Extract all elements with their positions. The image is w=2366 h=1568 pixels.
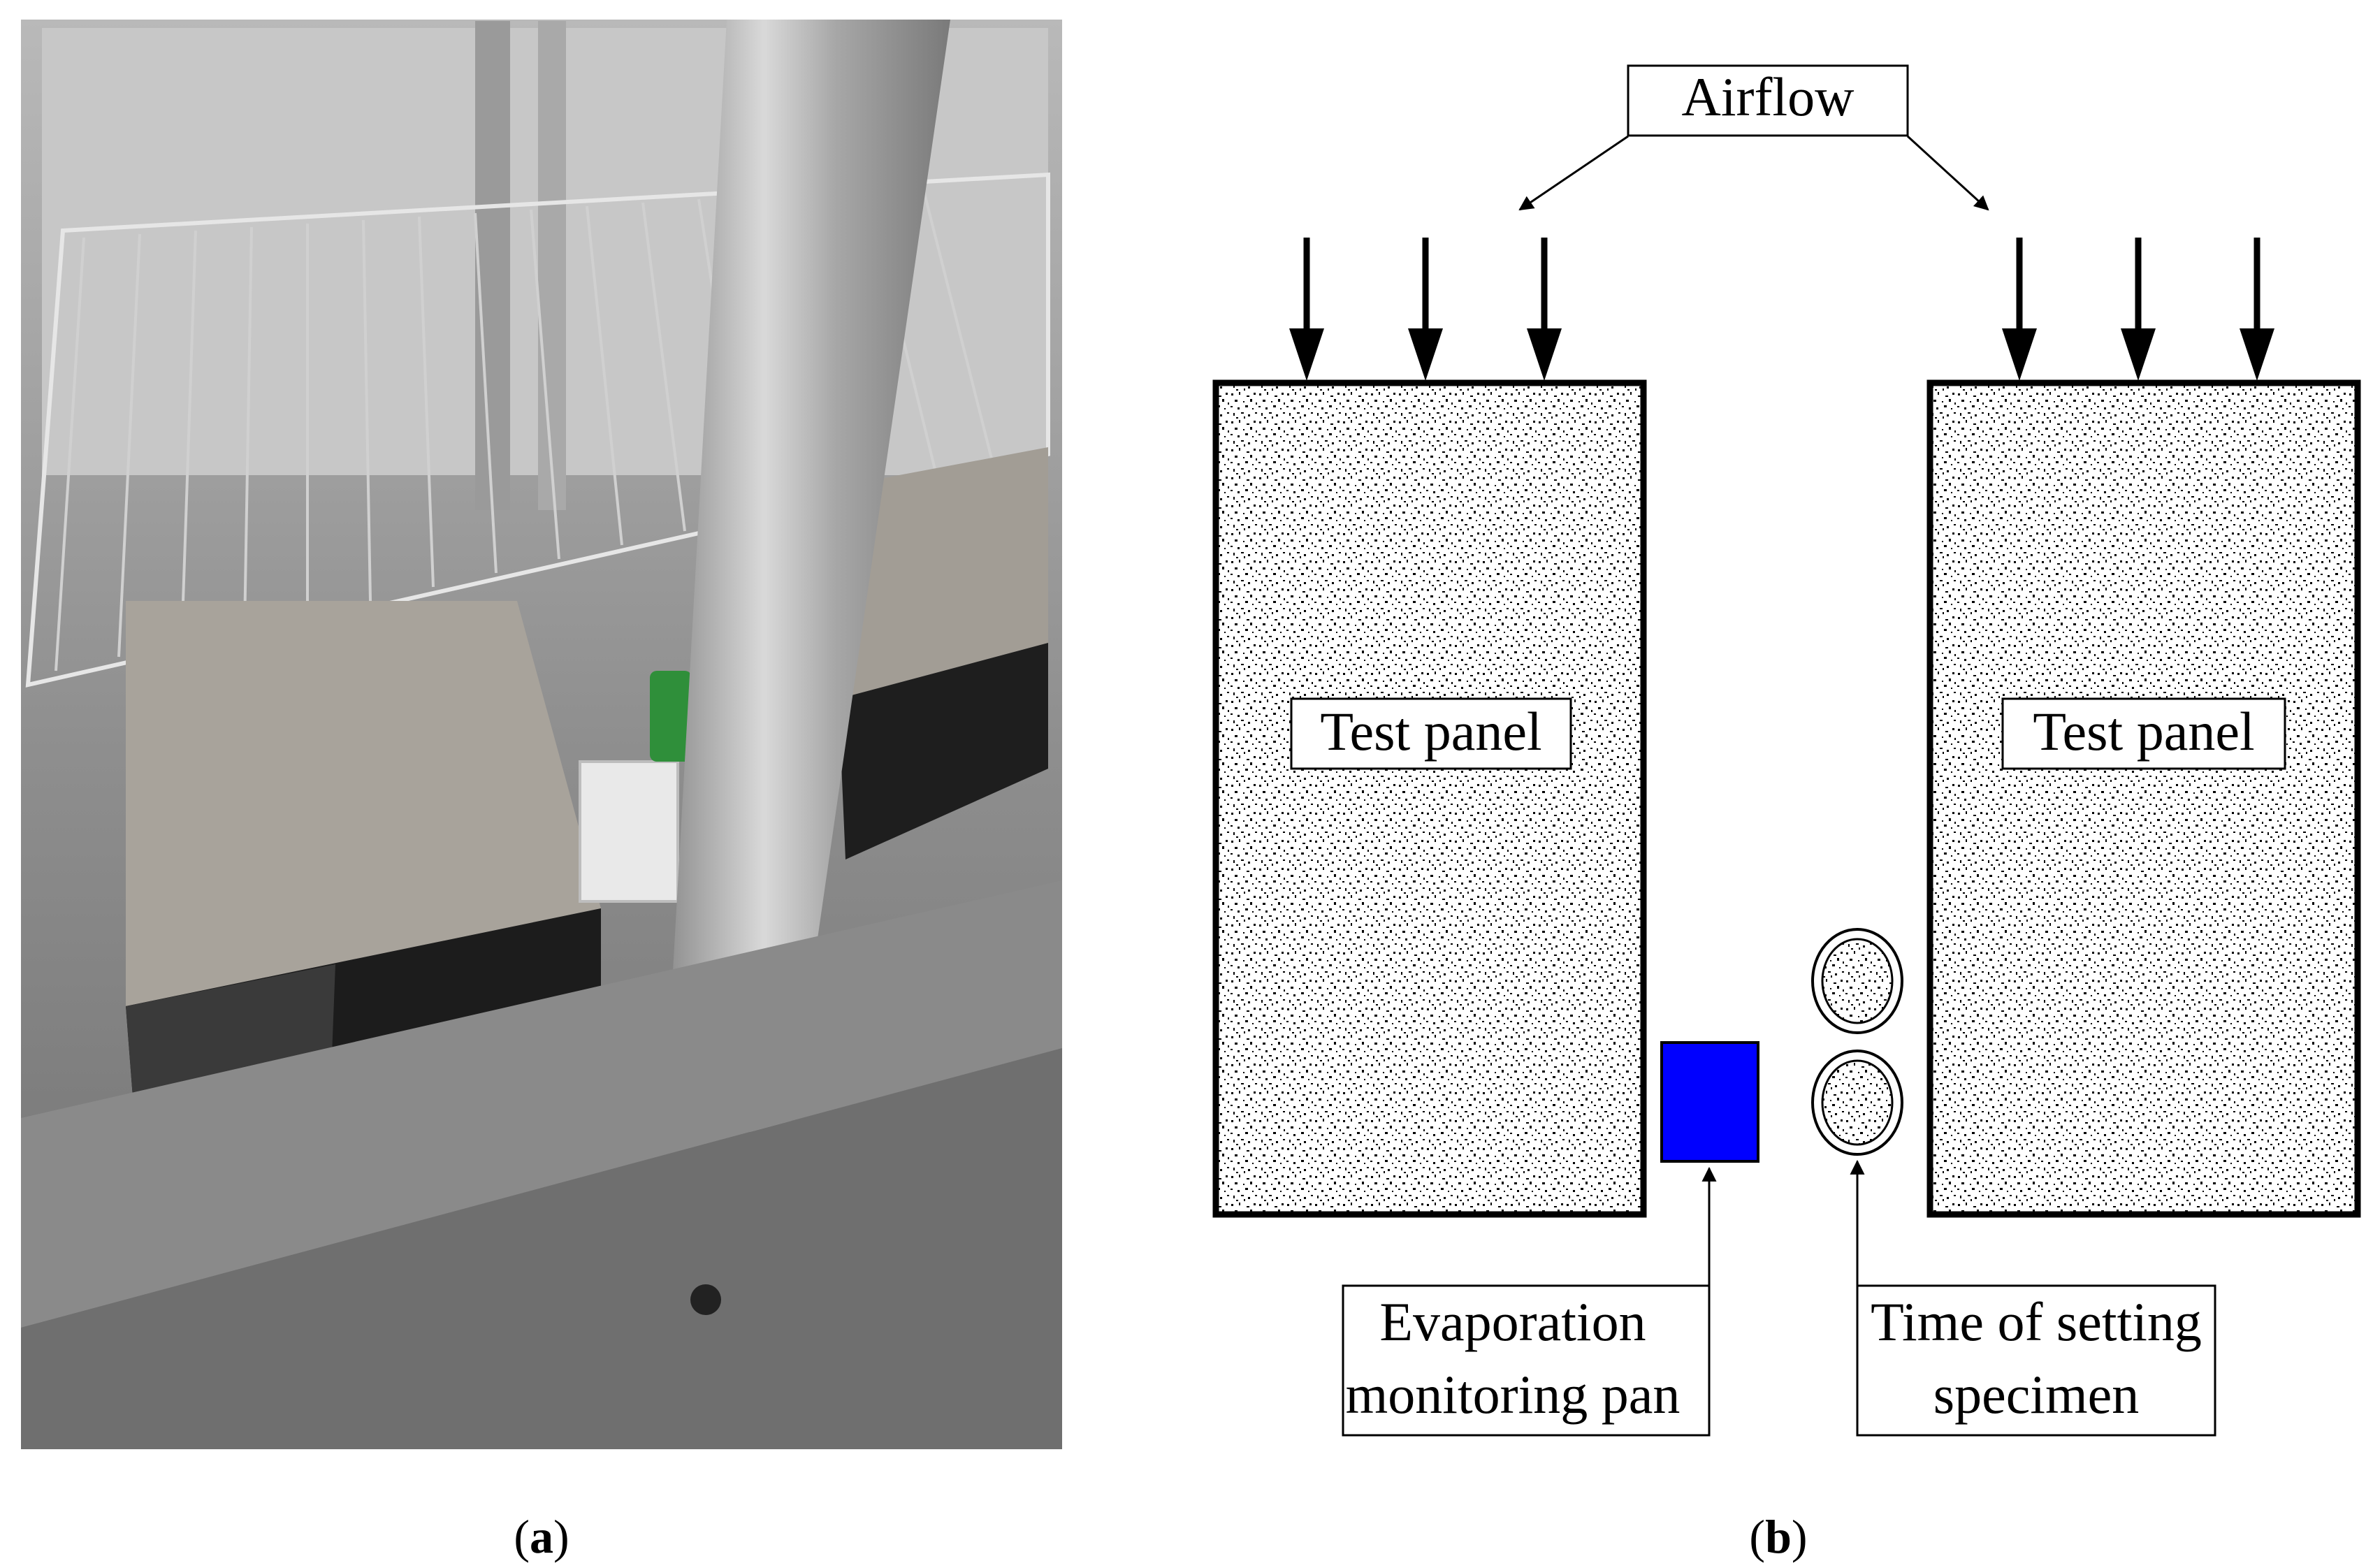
can	[650, 671, 692, 762]
plastic-container	[579, 760, 679, 903]
evaporation-label-line2: monitoring pan	[1346, 1364, 1681, 1425]
test-panel-right-label: Test panel	[2033, 701, 2254, 762]
airflow-arrows-left	[1289, 238, 1562, 381]
airflow-arrows-right	[2002, 238, 2274, 381]
evaporation-pan	[1660, 1041, 1759, 1163]
test-panel-left: Test panel	[1212, 379, 1647, 1218]
panel-b-schematic: Airflow Test panel Test panel	[1212, 64, 2361, 1437]
panel-a-photo	[21, 20, 1062, 1449]
setting-label-line2: specimen	[1933, 1364, 2140, 1425]
airflow-label-box: Airflow	[1627, 64, 1909, 137]
setting-specimens	[1811, 928, 1903, 1156]
shelf-wires	[55, 184, 994, 672]
airflow-leader-left	[1518, 135, 1629, 211]
airflow-leader-right	[1906, 135, 1989, 211]
setting-label-box: Time of setting specimen	[1856, 1284, 2216, 1437]
evaporation-label-box: Evaporation monitoring pan	[1342, 1284, 1711, 1437]
caption-b: (b)	[1749, 1510, 1807, 1563]
door-post	[664, 20, 950, 1132]
concrete-panel-photo-right	[825, 447, 1048, 859]
test-panel-left-label: Test panel	[1320, 701, 1541, 762]
airflow-label: Airflow	[1682, 66, 1855, 127]
setting-label-line1: Time of setting	[1871, 1291, 2202, 1352]
evaporation-label-line1: Evaporation	[1379, 1291, 1646, 1352]
test-panel-right: Test panel	[1926, 379, 2361, 1218]
caption-a: (a)	[514, 1510, 569, 1563]
drain-hole	[690, 1284, 721, 1315]
